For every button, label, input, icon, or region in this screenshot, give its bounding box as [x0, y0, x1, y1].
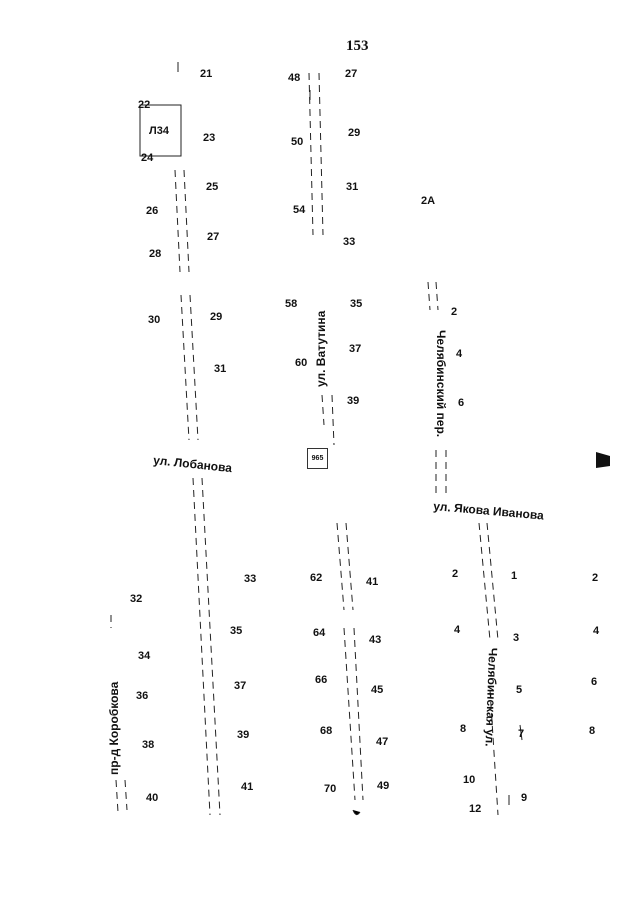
house-number: 60 [295, 357, 308, 369]
house-number: 48 [288, 72, 301, 84]
house-number: 22 [138, 99, 151, 111]
house-number: 31 [346, 181, 359, 193]
house-number: 45 [371, 684, 384, 696]
house-number: 35 [230, 625, 243, 637]
house-number: 49 [377, 780, 390, 792]
street-vatutina: ул. Ватутина [314, 310, 328, 387]
house-number: 58 [285, 298, 298, 310]
house-number: 27 [207, 231, 220, 243]
house-number: 54 [293, 204, 306, 216]
house-number: 50 [291, 136, 304, 148]
house-number: 32 [130, 593, 143, 605]
house-number: 62 [310, 572, 323, 584]
house-number: 41 [241, 781, 254, 793]
house-number: 12 [469, 803, 482, 815]
house-number: 4 [593, 625, 600, 637]
house-number: 38 [142, 739, 155, 751]
house-number: 6 [591, 676, 598, 688]
house-number: 29 [348, 127, 361, 139]
building-label: Л34 [149, 125, 169, 137]
house-number: 9 [521, 792, 528, 804]
house-number: 8 [460, 723, 467, 735]
house-number: 2 [592, 572, 599, 584]
street-chelyabinsky-per: Челябинский пер. [434, 330, 448, 438]
house-number: 43 [369, 634, 382, 646]
house-number: 2 [452, 568, 459, 580]
house-number: 64 [313, 627, 326, 639]
house-number: 36 [136, 690, 149, 702]
house-number: 5 [516, 684, 523, 696]
house-number: 70 [324, 783, 337, 795]
house-number: 68 [320, 725, 333, 737]
house-number: 2 [451, 306, 458, 318]
edge-marker [596, 452, 610, 468]
house-number: 35 [350, 298, 363, 310]
house-number: 37 [234, 680, 247, 692]
house-number: 39 [347, 395, 360, 407]
house-number: 47 [376, 736, 389, 748]
page-number: 153 [346, 38, 369, 54]
house-number: 25 [206, 181, 219, 193]
house-number: 28 [149, 248, 162, 260]
house-number: 41 [366, 576, 379, 588]
house-number: 26 [146, 205, 159, 217]
house-number: 29 [210, 311, 223, 323]
house-number: 39 [237, 729, 250, 741]
house-number: 30 [148, 314, 161, 326]
house-number: 21 [200, 68, 213, 80]
house-number: 3 [513, 632, 520, 644]
map-marker-box: 965 [307, 448, 328, 469]
house-number: 37 [349, 343, 362, 355]
house-number: 34 [138, 650, 151, 662]
building-outline [139, 104, 182, 157]
house-number: 23 [203, 132, 216, 144]
house-number: 33 [343, 236, 356, 248]
street-lines [110, 72, 499, 816]
house-number: 10 [463, 774, 476, 786]
house-number: 2А [421, 195, 436, 207]
house-number: 31 [214, 363, 227, 375]
tick-marks [177, 62, 523, 816]
house-number: 1 [511, 570, 518, 582]
house-number: 7 [518, 728, 525, 740]
house-number: 6 [458, 397, 465, 409]
house-number: 27 [345, 68, 358, 80]
street-korobkova: пр-д Коробкова [107, 681, 121, 775]
house-number: 33 [244, 573, 257, 585]
house-number: 40 [146, 792, 159, 804]
house-number: 4 [454, 624, 461, 636]
house-number: 24 [141, 152, 154, 164]
house-number: 66 [315, 674, 328, 686]
house-number: 4 [456, 348, 463, 360]
house-number: 8 [589, 725, 596, 737]
